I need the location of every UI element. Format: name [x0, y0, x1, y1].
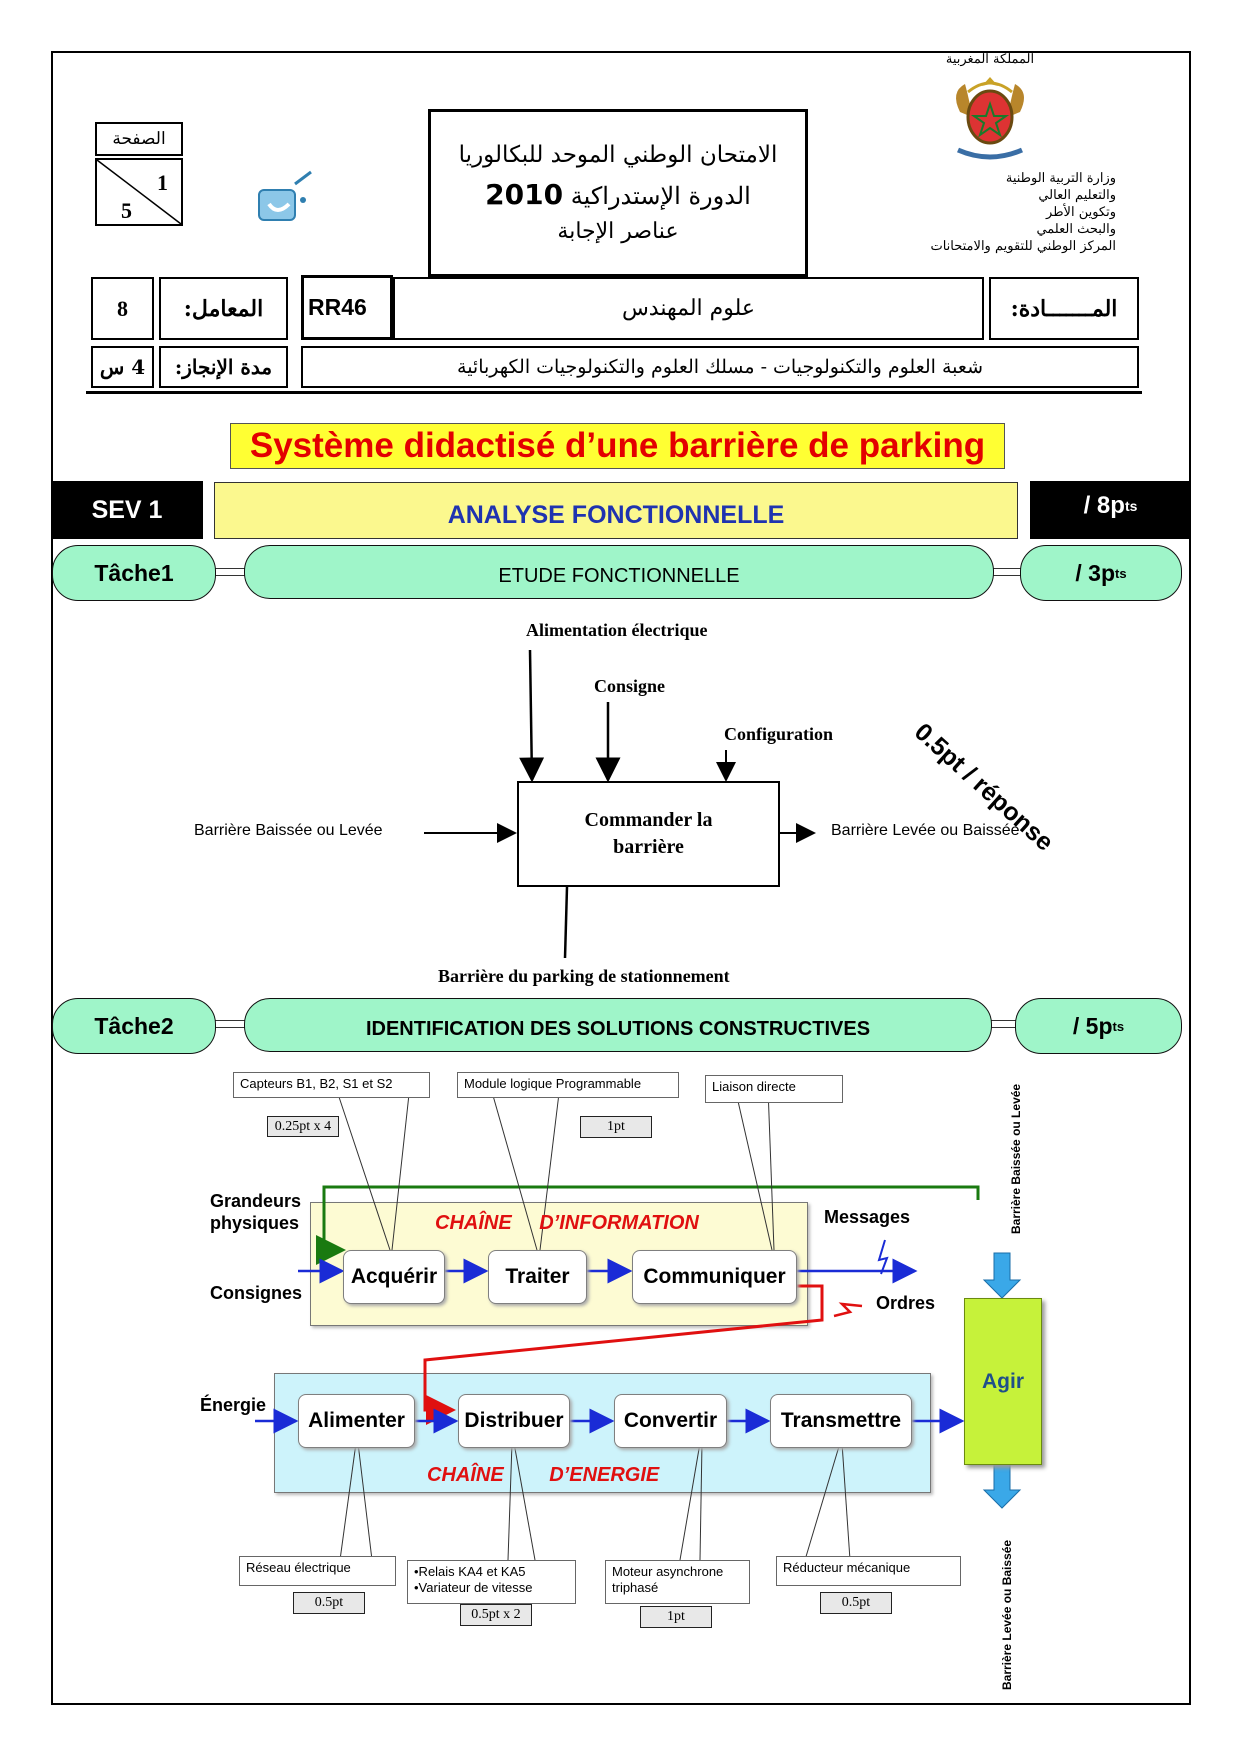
agir-block: Agir	[964, 1298, 1042, 1465]
header-divider	[86, 391, 1142, 394]
session-line: الدورة الإستدراكية 2010	[485, 178, 751, 211]
kingdom-label: المملكة المغربية	[945, 52, 1035, 67]
task2-name: IDENTIFICATION DES SOLUTIONS CONSTRUCTIV…	[244, 998, 992, 1052]
page-total: 5	[121, 198, 132, 223]
convertir-block: Convertir	[614, 1394, 727, 1448]
relais-line-1: •Relais KA4 et KA5	[414, 1564, 526, 1579]
consignes-label: Consignes	[210, 1283, 303, 1303]
ministry-block: وزارة التربية الوطنية والتعليم العالي وت…	[876, 170, 1116, 255]
document-title: Système didactisé d’une barrière de park…	[230, 423, 1005, 469]
center-name: المركز الوطني للتقويم والامتحانات	[930, 239, 1116, 254]
reducteur-points: 0.5pt	[820, 1592, 892, 1614]
moroccan-emblem-icon	[940, 72, 1040, 162]
task2-label: Tâche2	[52, 998, 216, 1054]
ministry-line: وزارة التربية الوطنية	[1005, 171, 1116, 186]
alimentation-label: Alimentation électrique	[526, 620, 708, 640]
bottom-vertical-label: Barrière Levée ou Baissée	[1000, 1539, 1014, 1690]
reseau-points: 0.5pt	[293, 1592, 365, 1614]
sev-label: SEV 1	[51, 481, 203, 539]
exam-title-box: الامتحان الوطني الموحد للبكالوريا الدورة…	[428, 109, 808, 277]
exam-title: الامتحان الوطني الموحد للبكالوريا	[458, 142, 778, 168]
task1-label: Tâche1	[52, 545, 216, 601]
top-vertical-label: Barrière Baissée ou Levée	[1009, 1083, 1023, 1234]
duration-label: مدة الإنجاز:	[159, 346, 288, 388]
ministry-line: وتكوين الأطر	[1046, 205, 1116, 220]
ministry-line: والتعليم العالي	[1038, 188, 1116, 203]
answer-elements: عناصر الإجابة	[557, 219, 679, 244]
alimenter-block: Alimenter	[298, 1394, 415, 1448]
sev-points-value: / 8p	[1083, 492, 1125, 519]
energie-label: Énergie	[200, 1395, 267, 1415]
duration-value: 4 س	[91, 346, 154, 388]
grandeurs-label: Grandeurs physiques	[210, 1191, 302, 1233]
task2-points-value: / 5p	[1072, 1012, 1113, 1039]
page-number-box: 1 5	[95, 158, 183, 226]
energy-chain-title-b: D’ENERGIE	[549, 1464, 660, 1486]
alimentation-arrow	[519, 649, 545, 783]
output-label: Barrière Levée ou Baissée	[831, 822, 1020, 839]
task1-points-value: / 3p	[1075, 559, 1116, 586]
info-chain-title-a: CHAÎNE	[435, 1212, 512, 1234]
sadt-diagram	[424, 649, 816, 959]
traiter-block: Traiter	[488, 1250, 587, 1304]
capteurs-answer: Capteurs B1, B2, S1 et S2	[233, 1072, 430, 1098]
ministry-line: والبحث العلمي	[1036, 222, 1116, 237]
reducteur-answer: Réducteur mécanique	[776, 1556, 961, 1586]
page-label-box: الصفحة	[95, 122, 183, 156]
subject-value: علوم المهندس	[393, 277, 984, 340]
moteur-points: 1pt	[640, 1606, 712, 1628]
info-chain-title: CHAÎNE D’INFORMATION	[435, 1212, 699, 1235]
acquerir-block: Acquérir	[343, 1250, 445, 1304]
info-chain-title-b: D’INFORMATION	[539, 1212, 699, 1234]
distribuer-block: Distribuer	[458, 1394, 570, 1448]
subject-code: RR46	[301, 275, 393, 340]
support-line	[563, 886, 569, 959]
sev-points-unit: ts	[1124, 498, 1138, 514]
task1-points-unit: ts	[1115, 565, 1127, 581]
cnem-logo-icon	[255, 170, 317, 226]
coef-value: 8	[91, 277, 154, 340]
messages-label: Messages	[824, 1207, 911, 1227]
ordres-label: Ordres	[876, 1293, 936, 1313]
task1-name: ETUDE FONCTIONNELLE	[244, 545, 994, 599]
energy-chain-title-a: CHAÎNE	[427, 1464, 504, 1486]
task2-points-unit: ts	[1112, 1018, 1125, 1034]
module-points: 1pt	[580, 1116, 652, 1138]
chain-connectors	[255, 1084, 1022, 1561]
session-label: الدورة الإستدراكية	[570, 182, 751, 210]
moteur-answer: Moteur asynchrone triphasé	[605, 1560, 750, 1604]
relais-answer: •Relais KA4 et KA5 •Variateur de vitesse	[407, 1560, 576, 1604]
coef-label: المعامل:	[159, 277, 288, 340]
subject-label: المـــــــادة:	[989, 277, 1139, 340]
liaison-answer: Liaison directe	[705, 1075, 843, 1103]
session-year: 2010	[485, 178, 564, 211]
consigne-label: Consigne	[594, 676, 666, 696]
page-frame	[51, 51, 1191, 1705]
branch-label: شعبة العلوم والتكنولوجيات - مسلك العلوم …	[301, 346, 1139, 388]
energy-chain-title: CHAÎNE D’ENERGIE	[427, 1464, 659, 1487]
relais-points: 0.5pt x 2	[460, 1604, 532, 1626]
transmettre-block: Transmettre	[770, 1394, 912, 1448]
function-box: Commander la barrière	[517, 781, 780, 887]
input-label: Barrière Baissée ou Levée	[194, 822, 383, 839]
relais-line-2: •Variateur de vitesse	[414, 1580, 533, 1595]
page-current: 1	[157, 170, 168, 195]
capteurs-points: 0.25pt x 4	[267, 1116, 339, 1137]
sev-name: ANALYSE FONCTIONNELLE	[214, 482, 1018, 539]
module-answer: Module logique Programmable	[457, 1072, 679, 1098]
configuration-label: Configuration	[724, 724, 834, 744]
communiquer-block: Communiquer	[632, 1250, 797, 1304]
reseau-answer: Réseau électrique	[239, 1556, 396, 1586]
support-label: Barrière du parking de stationnement	[438, 966, 730, 986]
